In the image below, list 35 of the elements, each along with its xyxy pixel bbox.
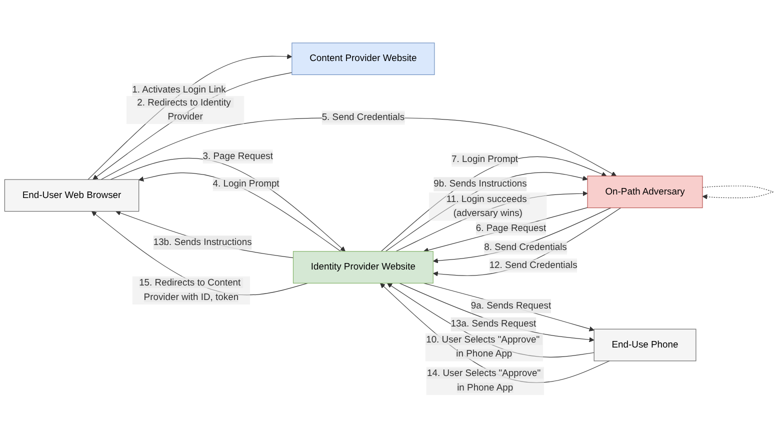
edge-label: 4. Login Prompt <box>212 178 280 189</box>
node-box: End-User Web Browser <box>4 179 140 212</box>
node-box: Identity Provider Website <box>292 251 434 284</box>
arrow <box>387 282 594 358</box>
edge-label: 11. Login succeeds (adversary wins) <box>446 194 527 218</box>
edge-label: 8. Send Credentials <box>484 242 567 252</box>
edge-label: 6. Page Request <box>476 223 546 234</box>
edge-label: 13a. Sends Request <box>450 319 536 330</box>
edge-label: 9a. Sends Request <box>470 300 552 311</box>
arrow <box>116 210 294 258</box>
arrow <box>110 158 346 252</box>
arrow <box>432 208 612 264</box>
node-box: End-Use Phone <box>594 328 696 362</box>
arrow <box>423 282 594 332</box>
edge-label: 10. User Selects "Approve" in Phone App <box>426 334 540 360</box>
arrow <box>702 186 774 200</box>
node-box: On-Path Adversary <box>587 176 703 208</box>
edge-label: 7. Login Prompt <box>452 154 518 164</box>
arrow <box>432 208 622 276</box>
arrow <box>92 211 308 296</box>
edge-label: 2. Redirects to Identity Provider <box>137 98 231 122</box>
edge-label: 14. User Selects "Approve" in Phone App <box>427 368 541 393</box>
edge-label: 15. Redirects to Content Provider with ID, token <box>139 278 241 302</box>
arrow <box>100 117 617 180</box>
arrow <box>399 282 594 342</box>
arrow <box>88 54 292 180</box>
arrow <box>92 72 292 180</box>
edge-label: 3. Page Request <box>202 151 273 162</box>
arrow <box>138 172 342 252</box>
edge-label: 13b. Sends Instructions <box>153 237 252 248</box>
edge-label: 5. Send Credentials <box>322 112 405 122</box>
node-box: Content Provider Website <box>292 42 435 76</box>
edge-label: 9b. Sends Instructions <box>434 178 527 189</box>
edge-label: 1. Activates Login Link <box>132 84 226 95</box>
edge-label: 12. Send Credentials <box>489 260 578 270</box>
